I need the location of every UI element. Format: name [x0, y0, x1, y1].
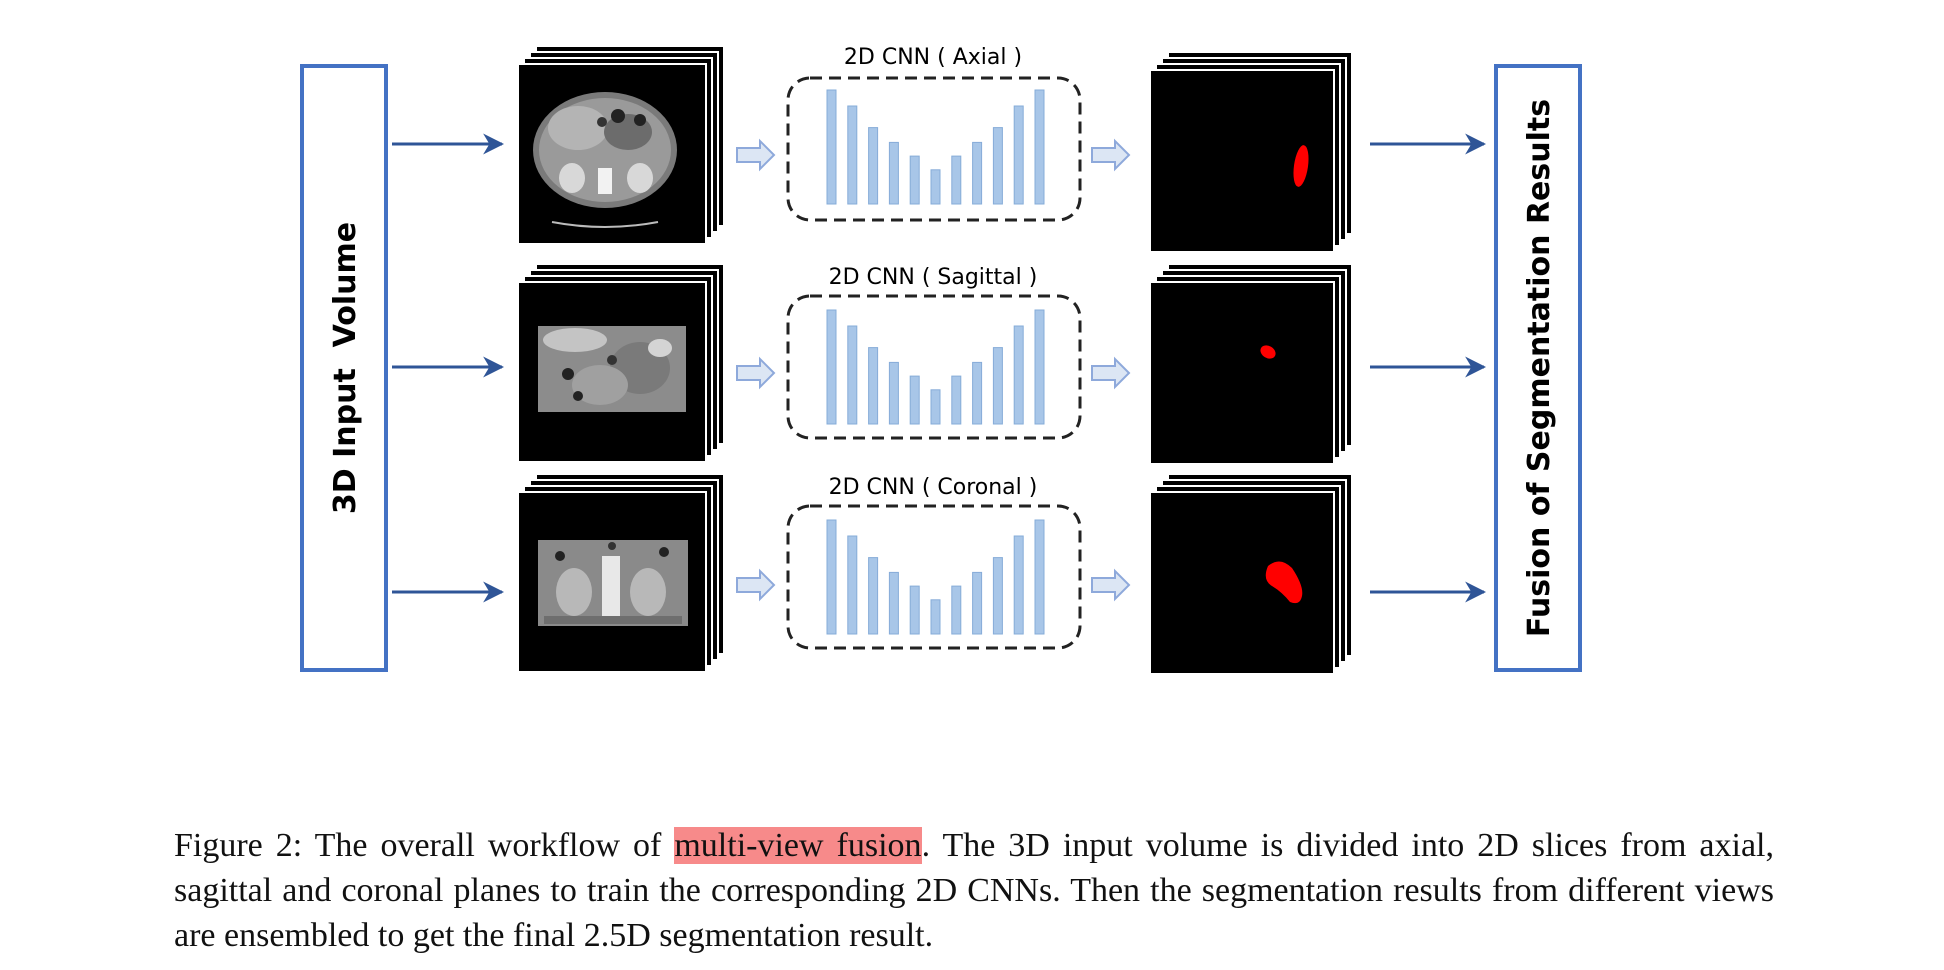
axial-ct-image [533, 92, 677, 228]
workflow-figure: 3D Input Volume Fusion of Segmentation R… [300, 45, 1582, 675]
cnn-layer-bar [909, 585, 920, 635]
hollow-arrow-sagittal-out [1091, 356, 1131, 390]
cnn-layer-bar [868, 557, 879, 635]
input-volume-box: 3D Input Volume [300, 64, 388, 672]
cnn-layer-bar [847, 325, 858, 425]
figure-caption: Figure 2: The overall workflow of multi-… [174, 823, 1774, 958]
cnn-layer-bar [930, 389, 941, 425]
cnn-layer-bar [951, 585, 962, 635]
cnn-layer-bar [1034, 519, 1045, 635]
cnn-layer-bar [1013, 535, 1024, 635]
sagittal-mask-stack [1149, 263, 1353, 465]
axial-mask-stack [1149, 51, 1353, 253]
coronal-mask-stack [1149, 473, 1353, 675]
sagittal-ct-image [538, 326, 686, 412]
cnn-layer-bar [992, 127, 1003, 205]
cnn-coronal-box [786, 504, 1082, 650]
cnn-coronal-bars [826, 519, 1045, 635]
cnn-layer-bar [1013, 105, 1024, 205]
caption-prefix: Figure 2: The overall workflow of [174, 827, 675, 864]
cnn-sagittal-bars [826, 309, 1045, 425]
cnn-layer-bar [1034, 309, 1045, 425]
cnn-layer-bar [909, 155, 920, 205]
row-coronal: 2D CNN ( Coronal ) [392, 473, 1487, 675]
cnn-layer-bar [930, 599, 941, 635]
row-axial: 2D CNN ( Axial ) [392, 45, 1487, 253]
coronal-mask-region [1265, 561, 1303, 604]
axial-slice-stack [517, 45, 725, 245]
sagittal-slice-stack [517, 263, 725, 463]
coronal-slice-stack [517, 473, 725, 673]
hollow-arrow-coronal-in [736, 568, 776, 602]
sagittal-mask-region [1260, 345, 1276, 359]
cnn-coronal-label: 2D CNN ( Coronal ) [829, 475, 1038, 500]
row-sagittal: 2D CNN ( Sagittal ) [392, 263, 1487, 465]
cnn-layer-bar [951, 155, 962, 205]
cnn-axial-box [786, 76, 1082, 222]
hollow-arrow-axial-in [736, 138, 776, 172]
cnn-layer-bar [826, 89, 837, 205]
cnn-layer-bar [888, 571, 899, 635]
cnn-layer-bar [868, 347, 879, 425]
hollow-arrow-sagittal-in [736, 356, 776, 390]
cnn-layer-bar [930, 169, 941, 205]
axial-mask-region [1293, 145, 1309, 187]
input-volume-label: 3D Input Volume [328, 222, 363, 514]
cnn-axial-bars [826, 89, 1045, 205]
cnn-layer-bar [847, 535, 858, 635]
cnn-layer-bar [951, 375, 962, 425]
cnn-layer-bar [992, 557, 1003, 635]
cnn-sagittal-box [786, 294, 1082, 440]
cnn-layer-bar [888, 361, 899, 425]
fusion-label: Fusion of Segmentation Results [1522, 99, 1557, 637]
cnn-layer-bar [847, 105, 858, 205]
fusion-box: Fusion of Segmentation Results [1494, 64, 1582, 672]
cnn-layer-bar [868, 127, 879, 205]
cnn-layer-bar [972, 141, 983, 205]
caption-suffix: . The 3D input volume is divided into 2D… [174, 827, 1774, 954]
cnn-layer-bar [1013, 325, 1024, 425]
cnn-layer-bar [826, 519, 837, 635]
cnn-layer-bar [888, 141, 899, 205]
cnn-sagittal-label: 2D CNN ( Sagittal ) [829, 265, 1038, 290]
cnn-axial-label: 2D CNN ( Axial ) [844, 45, 1022, 70]
coronal-ct-image [538, 540, 688, 626]
cnn-layer-bar [1034, 89, 1045, 205]
cnn-layer-bar [909, 375, 920, 425]
cnn-layer-bar [972, 571, 983, 635]
cnn-layer-bar [826, 309, 837, 425]
hollow-arrow-axial-out [1091, 138, 1131, 172]
caption-highlight: multi-view fusion [674, 827, 922, 864]
cnn-layer-bar [972, 361, 983, 425]
hollow-arrow-coronal-out [1091, 568, 1131, 602]
cnn-layer-bar [992, 347, 1003, 425]
